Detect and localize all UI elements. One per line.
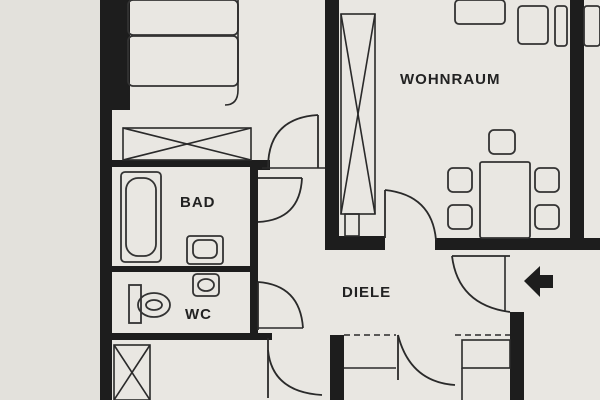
bed bbox=[127, 0, 239, 106]
right-wall bbox=[570, 0, 584, 240]
door-bedroom[interactable] bbox=[262, 114, 325, 169]
cabinet-cross-b bbox=[113, 344, 151, 400]
room-label-bad: BAD bbox=[180, 194, 216, 211]
left-outer-wall bbox=[100, 0, 112, 400]
dining-set bbox=[447, 129, 560, 239]
toilet bbox=[128, 284, 171, 324]
cabinet-upper-left bbox=[122, 127, 252, 161]
living-bottom-wall bbox=[435, 238, 600, 250]
room-labels: WOHNRAUM BAD WC DIELE bbox=[180, 71, 500, 323]
sofa-top-left bbox=[454, 0, 506, 25]
wc-basin-bowl bbox=[197, 278, 215, 292]
entrance-arrow bbox=[524, 266, 553, 297]
door-bath[interactable] bbox=[257, 177, 303, 223]
upper-left-wall bbox=[112, 0, 130, 110]
paper-shadow bbox=[0, 0, 110, 400]
central-wall bbox=[325, 0, 339, 250]
cabinet-frame bbox=[122, 127, 252, 161]
door-swing-arc bbox=[267, 114, 319, 169]
armchair-c bbox=[583, 5, 600, 47]
washbasin-bowl bbox=[192, 239, 218, 259]
cabinet-lower-left bbox=[113, 344, 151, 400]
bath-top-wall bbox=[112, 160, 262, 167]
door-wc[interactable] bbox=[257, 281, 304, 330]
toilet-bowl bbox=[137, 292, 171, 318]
cabinet-frame bbox=[113, 344, 151, 400]
door-lower-right[interactable] bbox=[455, 334, 511, 400]
toilet-seat bbox=[145, 299, 163, 311]
wc-basin bbox=[192, 273, 220, 297]
washbasin-outer bbox=[186, 235, 224, 265]
wardrobe-cross-b bbox=[340, 13, 376, 215]
dining-table bbox=[479, 161, 531, 239]
door-lower-center[interactable] bbox=[344, 334, 456, 386]
door-entrance[interactable] bbox=[451, 255, 511, 313]
arrow-left-icon bbox=[524, 266, 553, 297]
door-swing-arc bbox=[384, 189, 437, 241]
cabinet-cross-b bbox=[122, 127, 252, 161]
shelf bbox=[461, 339, 511, 369]
door-swing-arc bbox=[397, 334, 456, 386]
wc-basin-outer bbox=[192, 273, 220, 297]
door-swing-arc bbox=[257, 281, 304, 329]
chair-left-1 bbox=[447, 167, 473, 193]
armchair-b bbox=[554, 5, 568, 47]
bath-right-wall bbox=[250, 165, 258, 340]
chair-top bbox=[488, 129, 516, 155]
bath-wc-split bbox=[112, 266, 258, 272]
walls bbox=[100, 0, 600, 400]
central-wall-foot bbox=[325, 236, 385, 250]
wardrobe-foot bbox=[344, 213, 360, 237]
corridor-right-wall bbox=[510, 312, 524, 400]
bath-corner bbox=[258, 160, 270, 170]
chair-right-2 bbox=[534, 204, 560, 230]
wc-bottom-wall bbox=[112, 333, 272, 340]
bathtub-outer bbox=[120, 171, 162, 263]
toilet-tank bbox=[128, 284, 142, 324]
armchair-a bbox=[517, 5, 549, 45]
washbasin bbox=[186, 235, 224, 265]
door-swing-arc bbox=[267, 349, 323, 396]
door-lower-left[interactable] bbox=[267, 338, 323, 398]
door-swing-arc bbox=[257, 177, 303, 223]
chair-right-1 bbox=[534, 167, 560, 193]
room-label-wc: WC bbox=[185, 306, 212, 323]
door-living[interactable] bbox=[384, 189, 437, 241]
room-label-wohnraum: WOHNRAUM bbox=[400, 71, 500, 88]
room-label-diele: DIELE bbox=[342, 284, 391, 301]
door-swing-arc bbox=[451, 255, 511, 313]
sofa-top bbox=[454, 0, 600, 47]
bathtub-inner bbox=[125, 177, 157, 257]
bed-outline bbox=[224, 0, 239, 106]
chair-left-2 bbox=[447, 204, 473, 230]
wardrobe-center bbox=[340, 13, 376, 237]
bathtub bbox=[120, 171, 162, 263]
lower-center-wall bbox=[330, 335, 344, 400]
